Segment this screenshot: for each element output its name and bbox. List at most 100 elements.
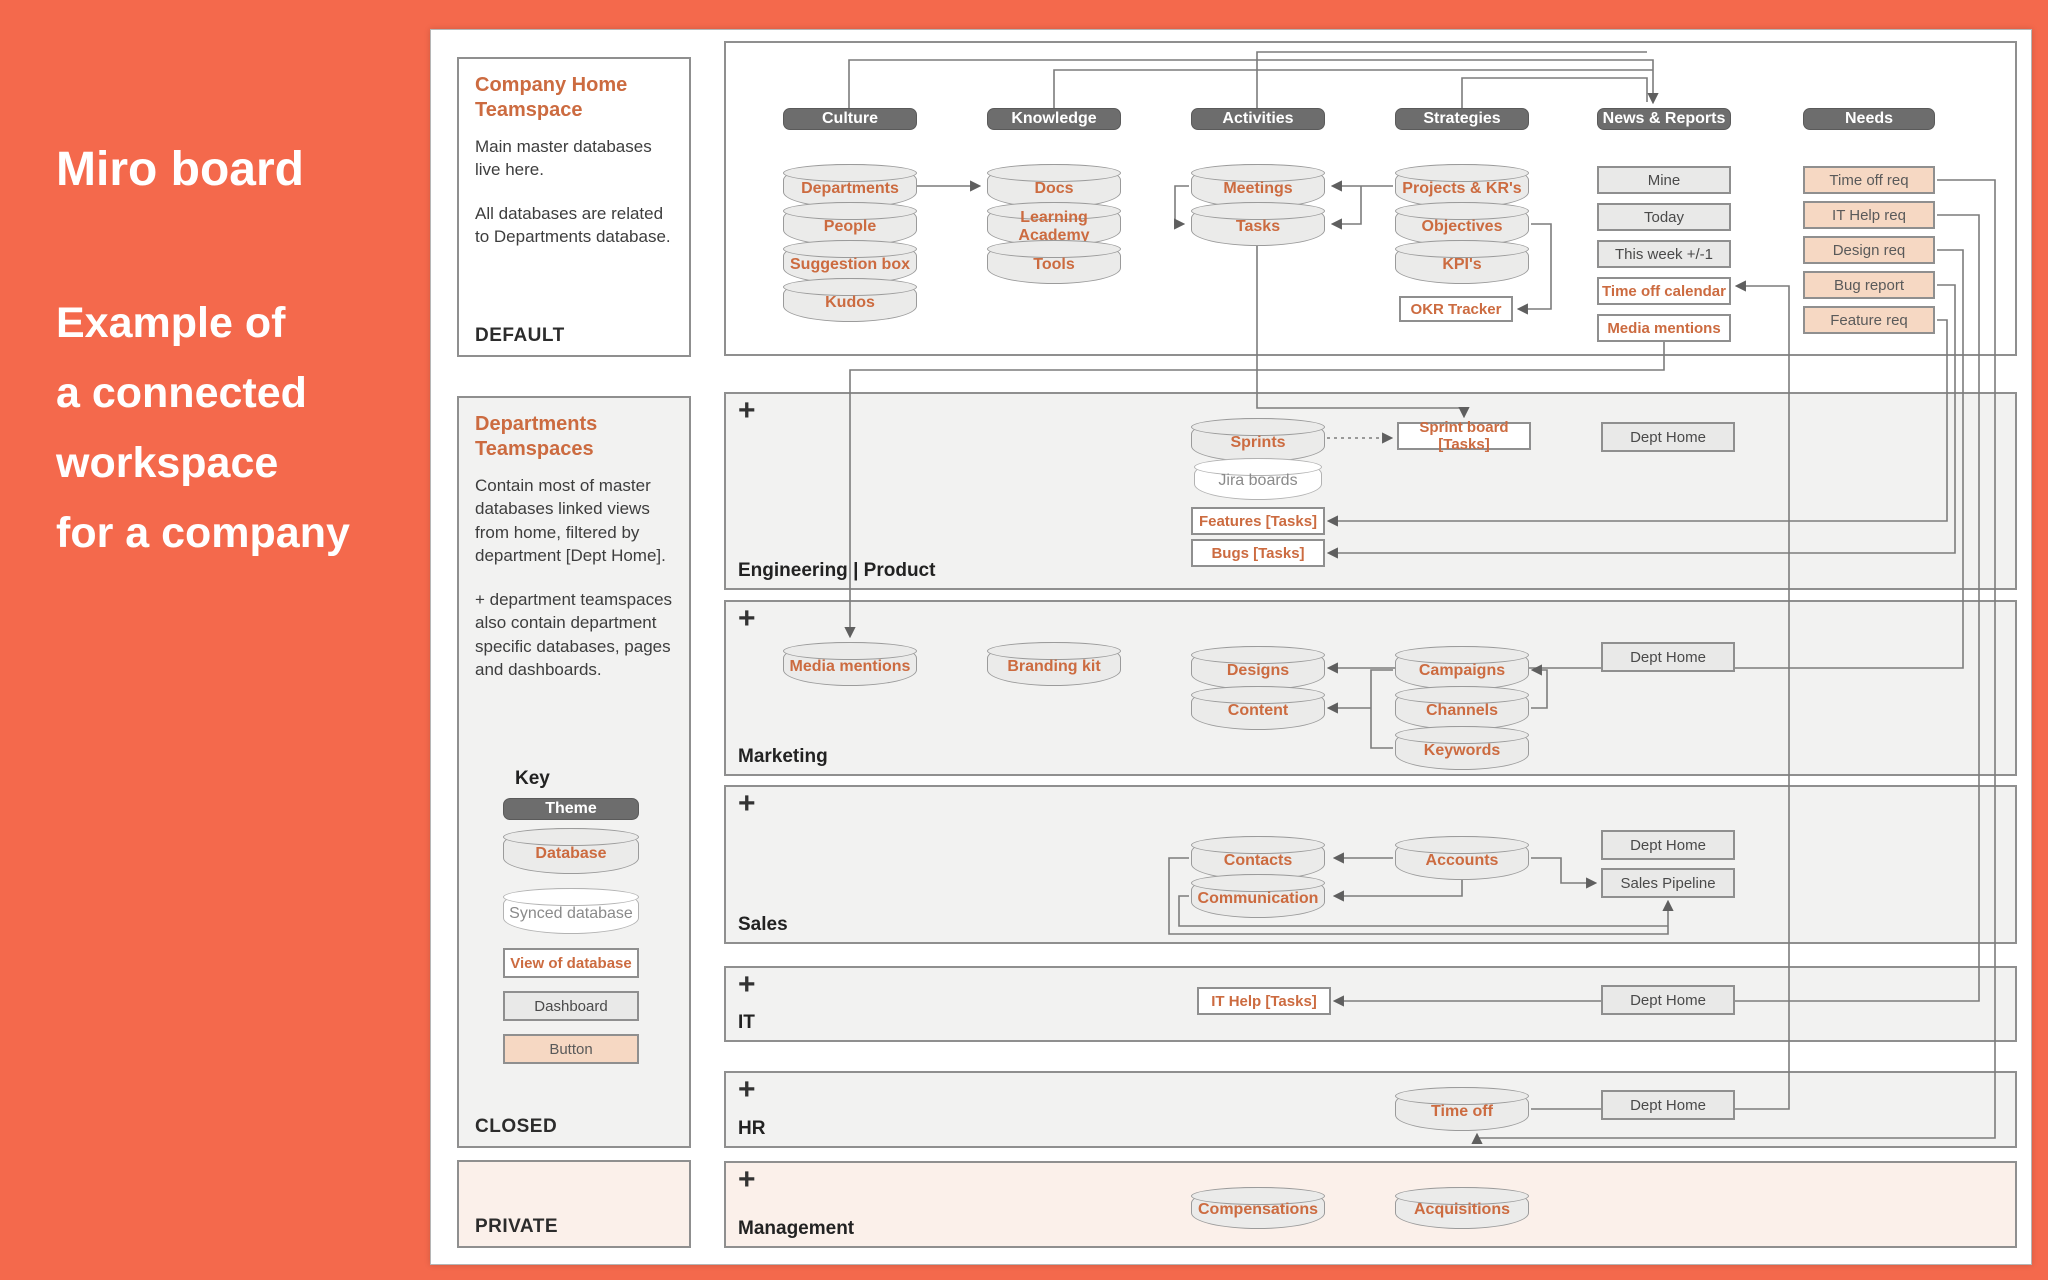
db-jira-boards-label: Jira boards [1218, 472, 1298, 490]
dashboard-dept-home-engineering[interactable]: Dept Home [1601, 422, 1735, 452]
expand-it-button[interactable]: + [738, 968, 756, 1001]
engineering-label: Engineering | Product [738, 560, 936, 581]
db-content[interactable]: Content [1190, 685, 1325, 730]
db-learning-academy[interactable]: Learning Academy [986, 201, 1121, 246]
default-label: DEFAULT [475, 325, 565, 346]
db-kpis-label: KPI's [1442, 255, 1482, 273]
theme-culture[interactable]: Culture [783, 108, 917, 130]
expand-management-button[interactable]: + [738, 1163, 756, 1196]
db-projects-krs-label: Projects & KR's [1402, 179, 1522, 197]
subtitle-line: a connected [56, 369, 307, 417]
dashboard-dept-home-hr[interactable]: Dept Home [1601, 1090, 1735, 1120]
db-suggestion-box[interactable]: Suggestion box [782, 239, 917, 284]
db-contacts-label: Contacts [1223, 851, 1293, 869]
theme-knowledge[interactable]: Knowledge [987, 108, 1121, 130]
legend-database-label: Database [535, 844, 607, 862]
db-channels[interactable]: Channels [1394, 685, 1529, 730]
db-campaigns[interactable]: Campaigns [1394, 645, 1529, 690]
db-tools[interactable]: Tools [986, 239, 1121, 284]
button-it-help-req[interactable]: IT Help req [1803, 201, 1935, 229]
legend-theme: Theme [503, 798, 639, 820]
expand-hr-button[interactable]: + [738, 1073, 756, 1106]
dashboard-mine[interactable]: Mine [1597, 166, 1731, 194]
section-marketing[interactable]: + Marketing [724, 600, 2017, 776]
db-designs-label: Designs [1226, 661, 1290, 679]
expand-marketing-button[interactable]: + [738, 602, 756, 635]
db-time-off-label: Time off [1431, 1102, 1493, 1120]
db-communication[interactable]: Communication [1190, 873, 1325, 918]
button-bug-report[interactable]: Bug report [1803, 271, 1935, 299]
theme-needs[interactable]: Needs [1803, 108, 1935, 130]
section-hr[interactable]: + HR [724, 1071, 2017, 1148]
miro-canvas[interactable]: Company Home Teamspace Main master datab… [430, 29, 2032, 1265]
company-home-title: Company Home Teamspace [475, 74, 628, 121]
db-meetings[interactable]: Meetings [1190, 163, 1325, 208]
private-label: PRIVATE [475, 1216, 559, 1237]
theme-activities[interactable]: Activities [1191, 108, 1325, 130]
closed-label: CLOSED [475, 1116, 558, 1137]
private-panel[interactable]: PRIVATE [457, 1160, 691, 1248]
db-people[interactable]: People [782, 201, 917, 246]
view-sprint-board[interactable]: Sprint board [Tasks] [1397, 419, 1531, 453]
expand-sales-button[interactable]: + [738, 787, 756, 820]
view-time-off-calendar[interactable]: Time off calendar [1597, 277, 1731, 305]
view-features-tasks[interactable]: Features [Tasks] [1191, 507, 1325, 535]
db-meetings-label: Meetings [1223, 179, 1293, 197]
company-home-panel[interactable]: Company Home Teamspace Main master datab… [457, 57, 691, 357]
db-kudos[interactable]: Kudos [782, 277, 917, 322]
dashboard-dept-home-sales[interactable]: Dept Home [1601, 830, 1735, 860]
db-media-mentions[interactable]: Media mentions [782, 641, 917, 686]
db-kpis[interactable]: KPI's [1394, 239, 1529, 284]
theme-strategies[interactable]: Strategies [1395, 108, 1529, 130]
view-media-mentions[interactable]: Media mentions [1597, 314, 1731, 342]
section-management[interactable]: + Management [724, 1161, 2017, 1248]
db-departments[interactable]: Departments [782, 163, 917, 208]
sales-label: Sales [738, 914, 788, 935]
db-branding-kit[interactable]: Branding kit [986, 641, 1121, 686]
company-home-text-2: All databases are related to Departments… [475, 203, 671, 247]
db-sprints-label: Sprints [1230, 433, 1286, 451]
section-engineering[interactable]: + Engineering | Product [724, 392, 2017, 590]
db-accounts[interactable]: Accounts [1394, 835, 1529, 880]
db-sprints[interactable]: Sprints [1190, 417, 1325, 462]
db-designs[interactable]: Designs [1190, 645, 1325, 690]
section-sales[interactable]: + Sales [724, 785, 2017, 944]
it-label: IT [738, 1012, 755, 1033]
dashboard-today[interactable]: Today [1597, 203, 1731, 231]
db-docs-label: Docs [1034, 179, 1074, 197]
legend-dashboard: Dashboard [503, 991, 639, 1021]
db-time-off[interactable]: Time off [1394, 1086, 1529, 1131]
legend-view-of-database: View of database [503, 948, 639, 978]
legend-synced-database-label: Synced database [509, 904, 633, 922]
db-learning-academy-label: Learning Academy [1018, 208, 1090, 244]
button-feature-req[interactable]: Feature req [1803, 306, 1935, 334]
management-label: Management [738, 1218, 855, 1239]
dashboard-this-week[interactable]: This week +/-1 [1597, 240, 1731, 268]
view-it-help-tasks[interactable]: IT Help [Tasks] [1197, 987, 1331, 1015]
expand-engineering-button[interactable]: + [738, 394, 756, 427]
db-channels-label: Channels [1425, 701, 1498, 719]
db-people-label: People [823, 217, 877, 235]
db-acquisitions[interactable]: Acquisitions [1394, 1186, 1529, 1229]
dashboard-dept-home-marketing[interactable]: Dept Home [1601, 642, 1735, 672]
dashboard-sales-pipeline[interactable]: Sales Pipeline [1601, 868, 1735, 898]
subtitle-line: for a company [56, 509, 350, 557]
button-design-req[interactable]: Design req [1803, 236, 1935, 264]
key-label: Key [515, 768, 550, 789]
db-keywords[interactable]: Keywords [1394, 725, 1529, 770]
section-it[interactable]: + IT [724, 966, 2017, 1042]
view-bugs-tasks[interactable]: Bugs [Tasks] [1191, 539, 1325, 567]
db-tasks[interactable]: Tasks [1190, 201, 1325, 246]
db-compensations[interactable]: Compensations [1190, 1186, 1325, 1229]
db-keywords-label: Keywords [1423, 741, 1501, 759]
db-media-mentions-label: Media mentions [789, 657, 911, 675]
db-jira-boards[interactable]: Jira boards [1193, 457, 1322, 500]
hr-label: HR [738, 1118, 766, 1139]
view-okr-tracker[interactable]: OKR Tracker [1399, 296, 1513, 322]
dashboard-dept-home-it[interactable]: Dept Home [1601, 985, 1735, 1015]
theme-news-reports[interactable]: News & Reports [1597, 108, 1731, 130]
button-time-off-req[interactable]: Time off req [1803, 166, 1935, 194]
departments-panel[interactable]: Departments Teamspaces Contain most of m… [457, 396, 691, 1148]
db-compensations-label: Compensations [1197, 1201, 1318, 1219]
board-title: Miro board [56, 143, 304, 196]
